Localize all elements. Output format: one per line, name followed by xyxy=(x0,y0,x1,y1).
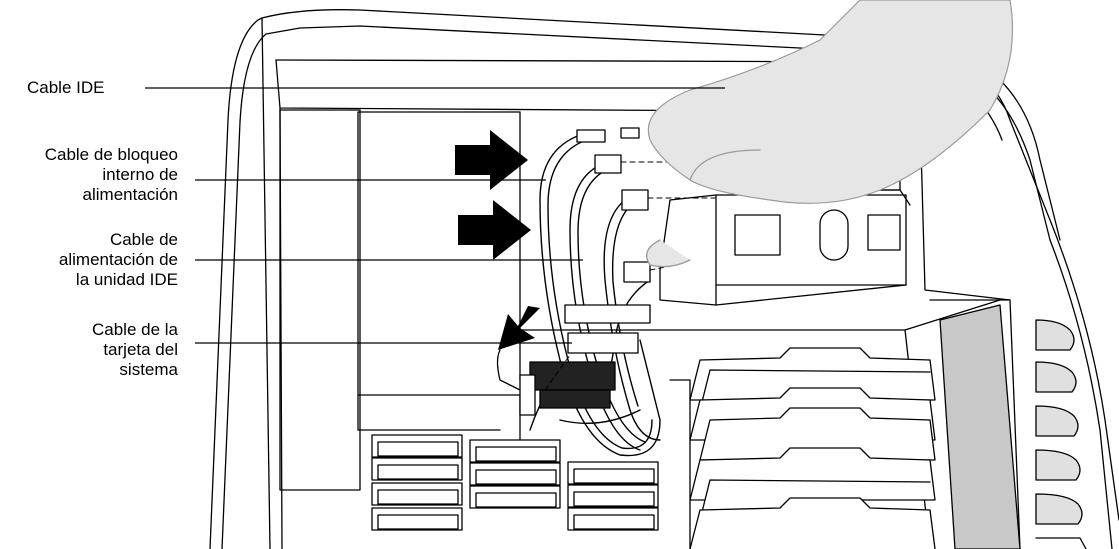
callout-power-lock-cable-line-3: alimentación xyxy=(0,185,178,205)
callout-ide-cable: Cable IDE xyxy=(27,78,127,98)
insertion-arrow-upper xyxy=(455,130,528,190)
callout-power-lock-cable: Cable de bloqueo interno de alimentación xyxy=(0,145,178,205)
callout-system-board-cable-line-1: Cable de la xyxy=(0,320,178,340)
callout-ide-power-cable-line-1: Cable de xyxy=(0,230,178,250)
side-grill xyxy=(940,305,1086,549)
callout-system-board-cable: Cable de la tarjeta del sistema xyxy=(0,320,178,380)
callout-ide-power-cable-line-2: alimentación de xyxy=(0,250,178,270)
pci-cards xyxy=(670,348,935,549)
callout-system-board-cable-line-3: sistema xyxy=(0,360,178,380)
hand-illustration xyxy=(647,0,1013,267)
callout-ide-power-cable-line-3: la unidad IDE xyxy=(0,270,178,290)
callout-system-board-cable-line-2: tarjeta del xyxy=(0,340,178,360)
callout-power-lock-cable-line-2: interno de xyxy=(0,165,178,185)
memory-slots xyxy=(372,435,658,530)
callout-ide-cable-line-1: Cable IDE xyxy=(27,78,127,98)
callout-ide-power-cable: Cable de alimentación de la unidad IDE xyxy=(0,230,178,290)
callout-power-lock-cable-line-1: Cable de bloqueo xyxy=(0,145,178,165)
connectors xyxy=(520,128,650,415)
